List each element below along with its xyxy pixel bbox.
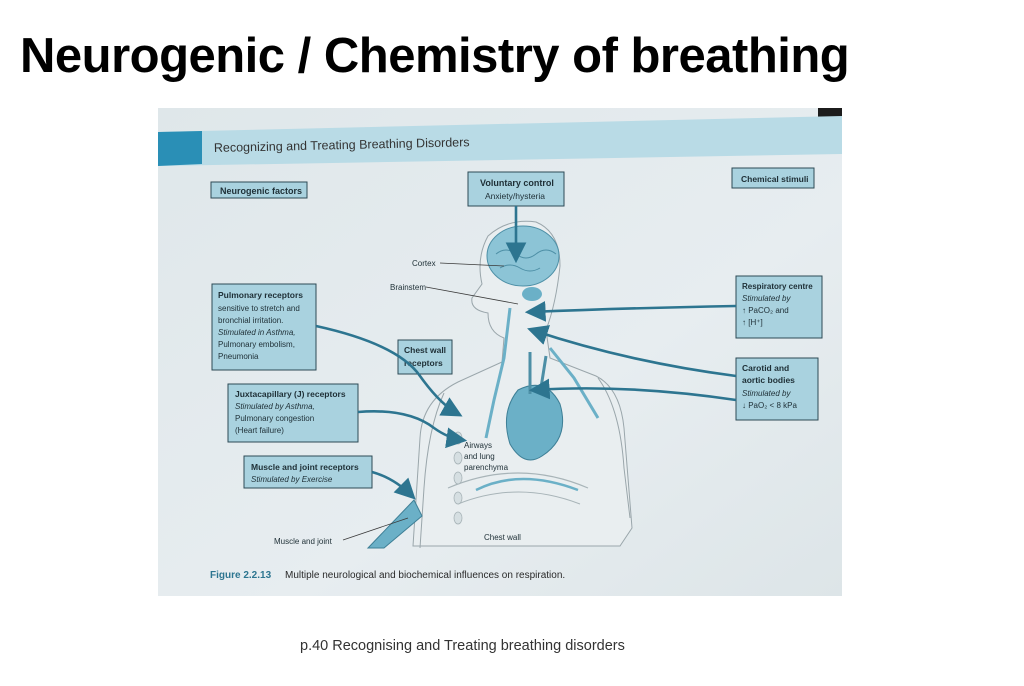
brainstem-label: Brainstem [390,283,426,292]
airways-label-2: and lung [464,452,495,461]
muscle-joint-label: Muscle and joint [274,537,333,546]
svg-text:Stimulated by: Stimulated by [742,294,791,303]
figure-header: Recognizing and Treating Breathing Disor… [214,135,470,155]
svg-text:aortic bodies: aortic bodies [742,375,795,385]
juxtacapillary-arrow [357,410,468,449]
svg-text:Juxtacapillary (J) receptors: Juxtacapillary (J) receptors [235,389,346,399]
svg-text:Respiratory centre: Respiratory centre [742,282,813,291]
chest-wall-label: Chest wall [484,533,521,542]
svg-text:sensitive to stretch and: sensitive to stretch and [218,304,300,313]
svg-text:↑ [H⁺]: ↑ [H⁺] [742,318,763,327]
figure-number: Figure 2.2.13 [210,570,272,581]
carotid-aortic-bodies-box: Carotid and aortic bodies Stimulated by … [735,357,819,421]
vessel [484,307,512,439]
arm-muscle [366,499,423,549]
header-accent [158,131,202,166]
leader-lines [342,262,519,541]
diaphragm [475,477,579,492]
svg-text:Voluntary control: Voluntary control [480,178,554,188]
muscle-arrow [371,470,416,500]
chemical-stimuli-box: Chemical stimuli [731,167,815,189]
influence-arrows [315,206,737,500]
cortex-label: Cortex [412,259,436,268]
svg-text:Stimulated in Asthma,: Stimulated in Asthma, [218,328,296,337]
figure-caption: Multiple neurological and biochemical in… [285,570,565,581]
svg-text:Pulmonary receptors: Pulmonary receptors [218,290,303,300]
juxtacapillary-receptors-box: Juxtacapillary (J) receptors Stimulated … [227,383,359,443]
voluntary-control-box: Voluntary control Anxiety/hysteria [467,171,565,207]
chest-wall-receptors-box: Chest wall receptors [397,339,453,375]
svg-text:bronchial irritation.: bronchial irritation. [218,316,283,325]
carotid-arrow-lower [528,378,737,402]
header-band [158,116,842,166]
svg-text:receptors: receptors [404,358,443,368]
vessel [548,347,600,419]
svg-text:Chest wall: Chest wall [404,345,446,355]
svg-text:Stimulated by: Stimulated by [742,389,791,398]
svg-text:Anxiety/hysteria: Anxiety/hysteria [485,191,545,201]
respiratory-arrow [524,300,737,322]
svg-text:Muscle and joint receptors: Muscle and joint receptors [251,462,359,472]
muscle-joint-receptors-box: Muscle and joint receptors Stimulated by… [243,455,373,489]
svg-text:Pneumonia: Pneumonia [218,352,259,361]
svg-text:Carotid and: Carotid and [742,363,789,373]
airways-label-3: parenchyma [464,463,509,472]
svg-text:Stimulated by Asthma,: Stimulated by Asthma, [235,402,315,411]
svg-text:(Heart failure): (Heart failure) [235,426,284,435]
svg-text:Neurogenic factors: Neurogenic factors [220,186,302,196]
svg-text:Pulmonary embolism,: Pulmonary embolism, [218,340,295,349]
svg-text:↓ PaO₂ < 8 kPa: ↓ PaO₂ < 8 kPa [742,401,797,410]
textbook-figure-photo: Recognizing and Treating Breathing Disor… [158,108,842,596]
svg-text:Stimulated by Exercise: Stimulated by Exercise [251,475,333,484]
pulmonary-arrow [315,324,463,417]
source-caption: p.40 Recognising and Treating breathing … [300,638,625,654]
svg-text:Chemical stimuli: Chemical stimuli [741,174,809,184]
svg-text:↑ PaCO₂ and: ↑ PaCO₂ and [742,306,789,315]
svg-text:Pulmonary congestion: Pulmonary congestion [235,414,314,423]
slide-title: Neurogenic / Chemistry of breathing [20,29,850,83]
airways-label-1: Airways [464,441,492,450]
neurogenic-factors-box: Neurogenic factors [210,181,308,199]
respiratory-centre-box: Respiratory centre Stimulated by ↑ PaCO₂… [735,275,823,339]
pulmonary-receptors-box: Pulmonary receptors sensitive to stretch… [211,283,317,371]
carotid-arrow-upper [527,325,737,378]
